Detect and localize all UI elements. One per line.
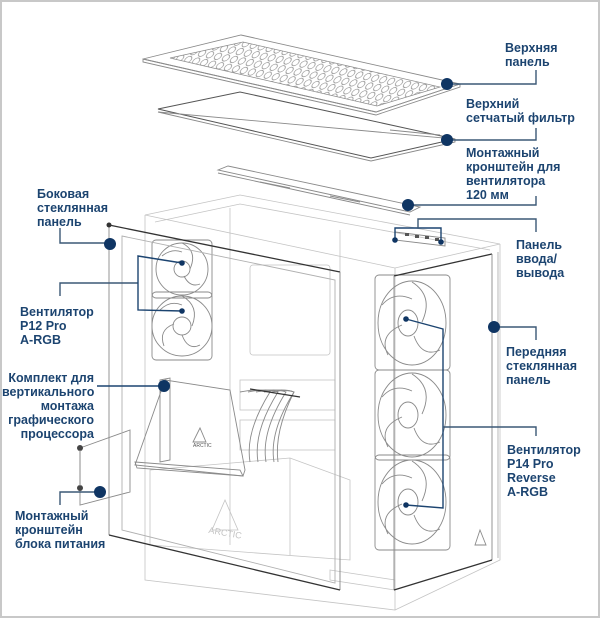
top-panel bbox=[142, 34, 462, 116]
label-side-glass-panel: Боковая стеклянная панель bbox=[37, 187, 109, 229]
callout-lines bbox=[59, 70, 537, 509]
psu-bracket bbox=[77, 429, 131, 506]
label-fan-p14: Вентилятор P14 Pro Reverse A-RGB bbox=[507, 443, 581, 499]
label-top-mesh-filter: Верхний сетчатый фильтр bbox=[466, 97, 575, 125]
case-body: ARCTIC bbox=[144, 194, 501, 611]
label-fan-bracket-120mm: Монтажный кронштейн для вентилятора 120 … bbox=[466, 146, 561, 202]
arctic-logo-gpu-bracket: ARCTIC bbox=[193, 443, 212, 449]
thumbscrew-icon bbox=[77, 485, 83, 491]
fan-bracket-120mm bbox=[216, 165, 422, 216]
label-psu-bracket: Монтажный кронштейн блока питания bbox=[15, 509, 106, 551]
fan-p14-front bbox=[374, 274, 451, 551]
label-front-glass-panel: Передняя стеклянная панель bbox=[506, 345, 578, 387]
label-vertical-gpu-kit: Комплект для вертикального монтажа графи… bbox=[2, 371, 95, 441]
vertical-gpu-kit: ARCTIC bbox=[134, 377, 301, 477]
label-top-panel: Верхняя панель bbox=[505, 41, 558, 69]
label-io-panel: Панель ввода/ вывода bbox=[516, 238, 565, 280]
side-glass-panel bbox=[106, 222, 341, 591]
label-fan-p12: Вентилятор P12 Pro A-RGB bbox=[20, 305, 94, 347]
top-mesh-filter bbox=[157, 91, 456, 162]
arctic-logo-shroud: ARCTIC bbox=[208, 525, 243, 541]
thumbscrew-icon bbox=[77, 445, 83, 451]
fan-p12-rear bbox=[151, 239, 213, 361]
front-glass-panel bbox=[393, 252, 499, 591]
